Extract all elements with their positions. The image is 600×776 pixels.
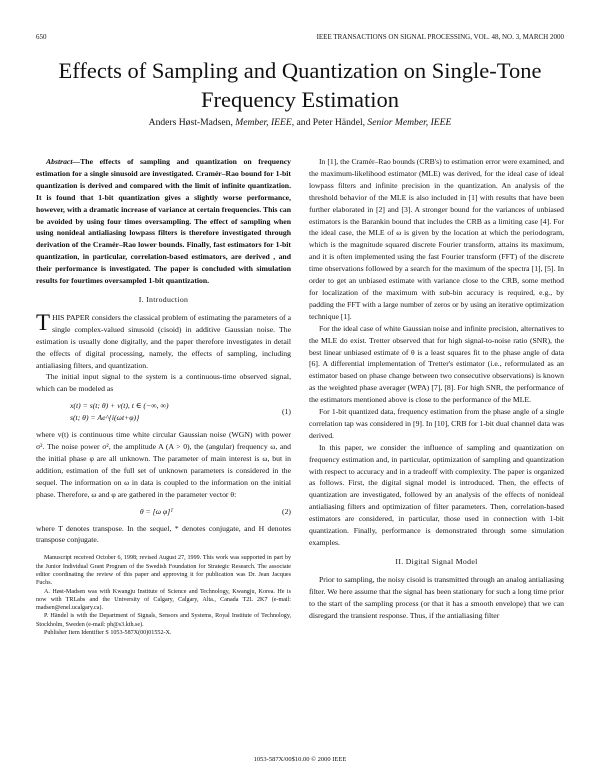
- right-paragraph-2: For the ideal case of white Gaussian noi…: [309, 323, 564, 405]
- left-column: Abstract—The effects of sampling and qua…: [36, 156, 291, 637]
- drop-cap: T: [36, 309, 51, 335]
- abstract-label: Abstract—: [46, 157, 81, 166]
- section-heading-digital-signal-model: II. Digital Signal Model: [395, 556, 478, 566]
- section-heading-introduction: I. Introduction: [138, 294, 189, 304]
- journal-name: IEEE TRANSACTIONS ON SIGNAL PROCESSING, …: [316, 33, 564, 41]
- equation-1-line-2: s(t; θ) = Ae^{i(ωt+φ)}: [70, 413, 140, 423]
- author-1: Anders Høst-Madsen,: [148, 117, 233, 128]
- equation-2: θ = [ω φ]ᵀ (2): [36, 506, 291, 518]
- author-conjunction: and: [296, 117, 311, 128]
- equation-2-body: θ = [ω φ]ᵀ: [139, 506, 174, 516]
- running-header: 650 IEEE TRANSACTIONS ON SIGNAL PROCESSI…: [36, 31, 564, 43]
- abstract: Abstract—The effects of sampling and qua…: [36, 156, 291, 287]
- author-line: Anders Høst-Madsen, Member, IEEE, and Pe…: [36, 117, 564, 129]
- copyright-footer: 1053-587X/00$10.00 © 2000 IEEE: [253, 756, 347, 763]
- equation-1-number: (1): [282, 407, 291, 417]
- abstract-text: The effects of sampling and quantization…: [36, 157, 291, 286]
- equation-1-line-1: x(t) = s(t; θ) + v(t), t ∈ (−∞, ∞): [70, 401, 169, 411]
- footnote-author-2: P. Händel is with the Department of Sign…: [36, 613, 291, 628]
- paper-title: Effects of Sampling and Quantization on …: [58, 58, 542, 112]
- footnote-manuscript: Manuscript received October 6, 1998; rev…: [36, 555, 291, 587]
- right-paragraph-1: In [1], the Cramér–Rao bounds (CRB's) to…: [309, 157, 564, 321]
- footnote-publisher-id: Publisher Item Identifier S 1053-587X(00…: [44, 630, 172, 637]
- right-column: In [1], the Cramér–Rao bounds (CRB's) to…: [309, 156, 564, 621]
- right-paragraph-3: For 1-bit quantized data, frequency esti…: [309, 407, 564, 440]
- author-2-role: Senior Member, IEEE: [367, 117, 452, 128]
- equation-1: x(t) = s(t; θ) + v(t), t ∈ (−∞, ∞) s(t; …: [36, 400, 291, 424]
- author-2: Peter Händel,: [312, 117, 366, 128]
- intro-paragraph-1-text: HIS PAPER considers the classical proble…: [36, 312, 291, 370]
- page-number: 650: [36, 33, 47, 41]
- right-paragraph-4: In this paper, we consider the influence…: [309, 442, 564, 547]
- author-1-role: Member, IEEE,: [235, 117, 295, 128]
- intro-paragraph-2: The initial input signal to the system i…: [36, 372, 291, 394]
- intro-paragraph-3: where v(t) is continuous time white circ…: [36, 430, 291, 499]
- intro-paragraph-4: where T denotes transpose. In the sequel…: [36, 523, 291, 545]
- right-paragraph-5: Prior to sampling, the noisy cisoid is t…: [309, 574, 564, 620]
- footnotes: Manuscript received October 6, 1998; rev…: [36, 554, 291, 637]
- equation-2-number: (2): [282, 506, 291, 516]
- footnote-author-1: A. Høst-Madsen was with Kwangju Institut…: [36, 588, 291, 612]
